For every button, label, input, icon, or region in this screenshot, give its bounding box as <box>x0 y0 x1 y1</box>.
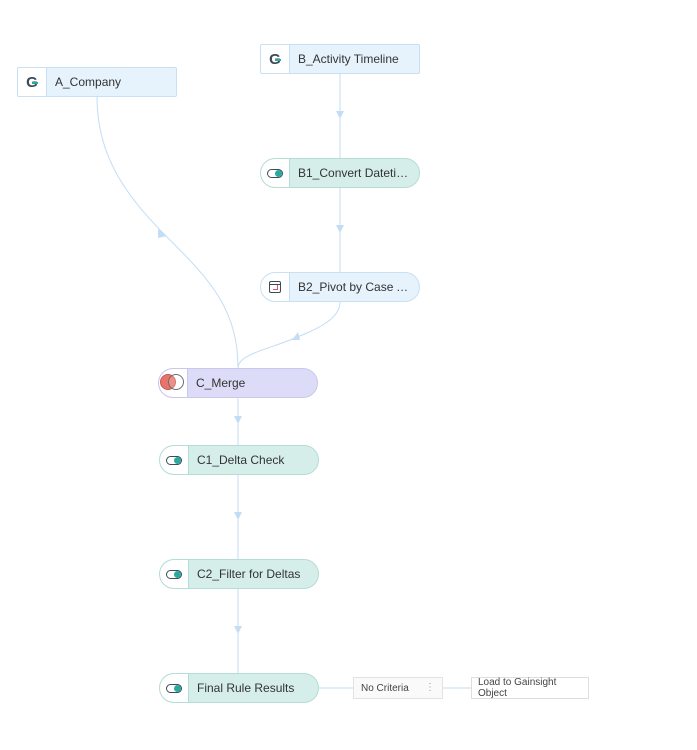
transform-toggle-icon <box>160 674 189 702</box>
merge-venn-icon <box>159 369 188 397</box>
arrow-b1 <box>336 225 344 233</box>
node-label: C2_Filter for Deltas <box>197 567 301 581</box>
transform-toggle-icon <box>261 159 290 187</box>
node-b-activity-timeline[interactable]: G B_Activity Timeline <box>260 44 420 74</box>
node-label: B1_Convert Datetime t... <box>298 166 419 180</box>
arrow-c1 <box>234 512 242 520</box>
action-label: Load to Gainsight Object <box>478 677 557 699</box>
node-a-company[interactable]: G A_Company <box>17 67 177 97</box>
gainsight-g-icon: G <box>261 45 290 73</box>
gainsight-g-icon: G <box>18 68 47 96</box>
criteria-box[interactable]: No Criteria ⋮ <box>353 677 443 699</box>
arrow-c2 <box>234 626 242 634</box>
pivot-table-icon <box>261 273 290 301</box>
transform-toggle-icon <box>160 446 189 474</box>
arrow-merge <box>234 416 242 424</box>
node-final-rule-results[interactable]: Final Rule Results <box>159 673 319 703</box>
edge-a-company-to-merge <box>96 96 239 369</box>
arrow-a-company <box>158 229 167 238</box>
node-label: B_Activity Timeline <box>298 52 399 66</box>
action-load-to-gainsight-object[interactable]: Load to Gainsight Object <box>471 677 589 699</box>
node-label: A_Company <box>55 75 122 89</box>
node-b1-convert-datetime[interactable]: B1_Convert Datetime t... <box>260 158 420 188</box>
node-b2-pivot[interactable]: B2_Pivot by Case Asse... <box>260 272 420 302</box>
edge-b2-to-merge <box>237 301 341 369</box>
node-label: C1_Delta Check <box>197 453 285 467</box>
node-c1-delta-check[interactable]: C1_Delta Check <box>159 445 319 475</box>
node-label: Final Rule Results <box>197 681 295 695</box>
node-c2-filter-for-deltas[interactable]: C2_Filter for Deltas <box>159 559 319 589</box>
criteria-label: No Criteria <box>361 682 409 694</box>
transform-toggle-icon <box>160 560 189 588</box>
node-label: B2_Pivot by Case Asse... <box>298 280 419 294</box>
arrow-activity <box>336 111 344 119</box>
node-c-merge[interactable]: C_Merge <box>158 368 318 398</box>
node-label: C_Merge <box>196 376 246 390</box>
arrow-b2 <box>292 332 300 340</box>
more-options-icon[interactable]: ⋮ <box>425 682 435 693</box>
